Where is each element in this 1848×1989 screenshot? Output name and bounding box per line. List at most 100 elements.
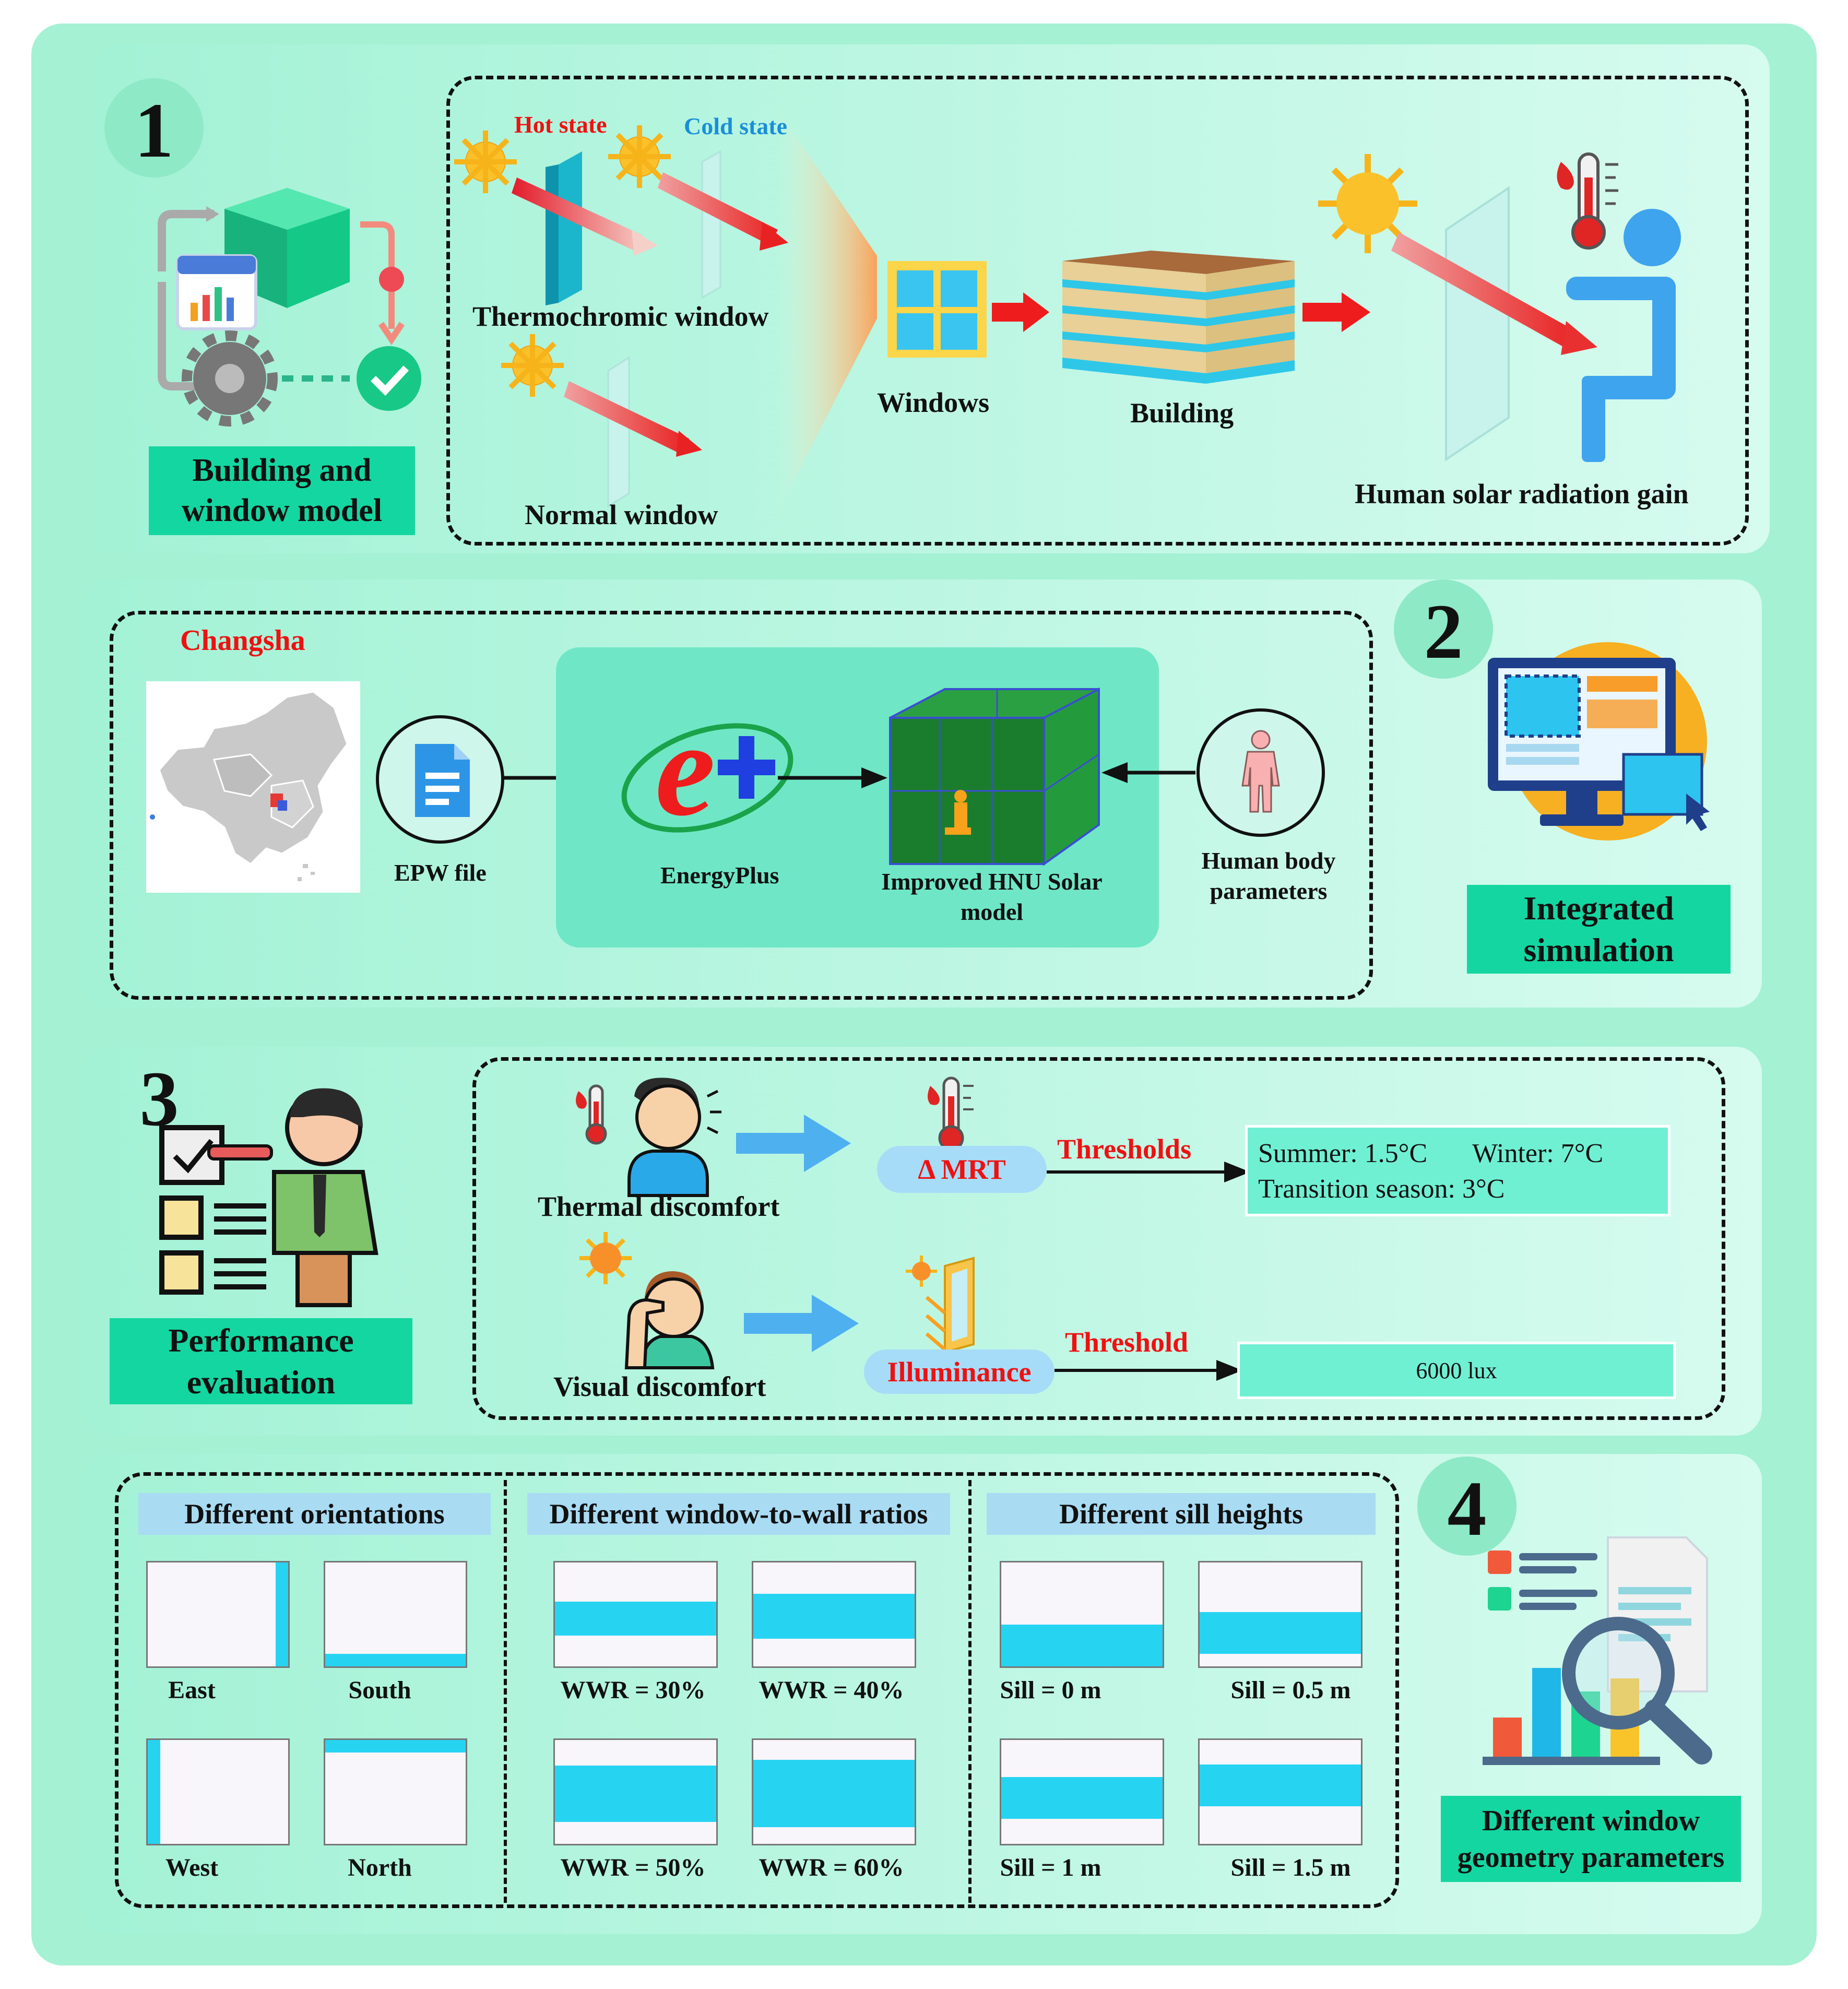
windows-to-building-flow	[887, 251, 1370, 384]
section-4-number-circle	[1417, 1457, 1517, 1556]
arrow-right-icon	[1055, 1360, 1242, 1381]
section-4-dashed-frame	[115, 1472, 1399, 1908]
window-stripe	[1200, 1765, 1361, 1806]
wwr-box-3	[752, 1738, 916, 1845]
window-stripe	[1001, 1777, 1163, 1819]
wwr-box-3-label: WWR = 60%	[759, 1854, 904, 1881]
orientation-box-south	[324, 1561, 467, 1668]
epw-file-icon	[376, 715, 504, 844]
thermometer-icon	[576, 1084, 607, 1145]
sill-box-2-label: Sill = 1 m	[1000, 1854, 1101, 1881]
arrow-right-icon	[778, 767, 887, 788]
orientations-header: Different orientations	[138, 1493, 491, 1535]
svg-text:e: e	[655, 694, 715, 844]
hnu-room-model	[889, 687, 1100, 866]
city-label: Changsha	[180, 624, 305, 657]
orientation-box-west	[146, 1738, 290, 1845]
flow-arrow-icon	[736, 1115, 851, 1172]
wwr-box-0-label: WWR = 30%	[560, 1676, 706, 1704]
cold-state-label: Cold state	[684, 113, 788, 139]
thermometer-icon	[928, 1076, 974, 1151]
section-4-caption: Different window geometry parameters	[1441, 1796, 1741, 1882]
energyplus-label: EnergyPlus	[660, 862, 779, 889]
window-stripe	[753, 1594, 915, 1639]
thermochromic-window-label: Thermochromic window	[472, 301, 769, 332]
hnu-label: Improved HNU Solar model	[881, 868, 1103, 925]
analysis-report-icon	[1483, 1536, 1712, 1765]
window-stripe	[555, 1766, 716, 1822]
orientation-box-north	[324, 1738, 467, 1845]
illuminance-indicator: Illuminance	[864, 1349, 1055, 1394]
human-gain-label: Human solar radiation gain	[1355, 478, 1689, 510]
model-workflow-icon	[158, 188, 421, 427]
thermal-thresholds-box: Summer: 1.5°C Winter: 7°C Transition sea…	[1245, 1125, 1671, 1216]
window-stripe	[555, 1602, 716, 1636]
sill-box-3	[1198, 1738, 1363, 1845]
arrow-right-icon	[1302, 292, 1370, 332]
flow-arrow-icon	[744, 1295, 859, 1352]
divider-2	[968, 1480, 972, 1903]
section-3-caption: Performance evaluation	[110, 1318, 412, 1404]
sill-box-1	[1198, 1561, 1363, 1668]
window-stripe	[1001, 1625, 1163, 1666]
sill-box-1-label: Sill = 0.5 m	[1230, 1676, 1351, 1704]
arrow-right-icon	[1047, 1162, 1250, 1182]
china-map	[146, 681, 360, 893]
threshold-label: Threshold	[1065, 1327, 1189, 1358]
section-4-number: 4	[1447, 1465, 1487, 1552]
normal-window-label: Normal window	[525, 499, 718, 530]
visual-discomfort-label: Visual discomfort	[553, 1371, 766, 1402]
human-body-icon	[1197, 708, 1325, 837]
epw-label: EPW file	[394, 859, 487, 886]
sill-header: Different sill heights	[987, 1493, 1376, 1535]
window-stripe	[276, 1562, 288, 1666]
section-2-caption: Integrated simulation	[1467, 885, 1731, 974]
sill-box-0-label: Sill = 0 m	[1000, 1676, 1101, 1704]
person-icon	[1566, 209, 1681, 462]
section-1-number-circle	[104, 78, 204, 177]
computer-simulation-icon	[1488, 642, 1710, 840]
energyplus-logo: e	[621, 694, 793, 844]
sunlit-window-icon	[906, 1256, 975, 1354]
section-1-caption: Building and window model	[149, 446, 415, 535]
section-2-dashed-frame	[110, 611, 1373, 1000]
human-body-label: Human body parameters	[1201, 847, 1336, 904]
hot-state-label: Hot state	[514, 111, 607, 138]
wwr-box-2-label: WWR = 50%	[560, 1854, 706, 1881]
window-stripe	[753, 1760, 915, 1827]
orientation-box-north-label: North	[348, 1854, 412, 1881]
sun-icon	[1336, 172, 1399, 235]
winter-threshold: Winter: 7°C	[1472, 1139, 1604, 1168]
divider-1	[504, 1480, 507, 1903]
building-label: Building	[1130, 397, 1234, 429]
thresholds-label: Thresholds	[1057, 1133, 1192, 1165]
section-1-dashed-frame	[446, 76, 1749, 546]
orientation-box-west-label: West	[165, 1854, 219, 1881]
section-2-number-circle	[1394, 579, 1493, 679]
orientation-box-east	[146, 1561, 290, 1668]
window-stripe	[325, 1740, 466, 1753]
thermometer-icon	[1557, 152, 1618, 250]
window-stripe	[148, 1740, 160, 1844]
visual-discomfort-person-icon	[579, 1232, 715, 1369]
wwr-box-0	[553, 1561, 718, 1668]
sill-box-2	[1000, 1738, 1164, 1845]
arrow-left-icon	[1101, 762, 1195, 783]
wwr-box-1-label: WWR = 40%	[759, 1676, 904, 1704]
sill-box-3-label: Sill = 1.5 m	[1230, 1854, 1351, 1881]
section-3-dashed-frame	[472, 1057, 1725, 1420]
thermal-discomfort-label: Thermal discomfort	[538, 1191, 780, 1222]
wwr-box-2	[553, 1738, 718, 1845]
human-solar-gain-illustration	[1318, 152, 1681, 462]
transition-threshold: Transition season: 3°C	[1258, 1174, 1505, 1204]
building-icon	[1062, 251, 1295, 384]
wwr-header: Different window-to-wall ratios	[527, 1493, 950, 1535]
wwr-box-1	[752, 1561, 916, 1668]
summer-threshold: Summer: 1.5°C	[1258, 1139, 1428, 1168]
orientation-box-east-label: East	[168, 1676, 216, 1704]
mrt-indicator: Δ MRT	[877, 1146, 1047, 1193]
section-1-number: 1	[134, 87, 174, 174]
windows-label: Windows	[877, 387, 990, 418]
illuminance-threshold-box: 6000 lux	[1237, 1342, 1676, 1399]
arrow-right-icon	[992, 292, 1049, 332]
